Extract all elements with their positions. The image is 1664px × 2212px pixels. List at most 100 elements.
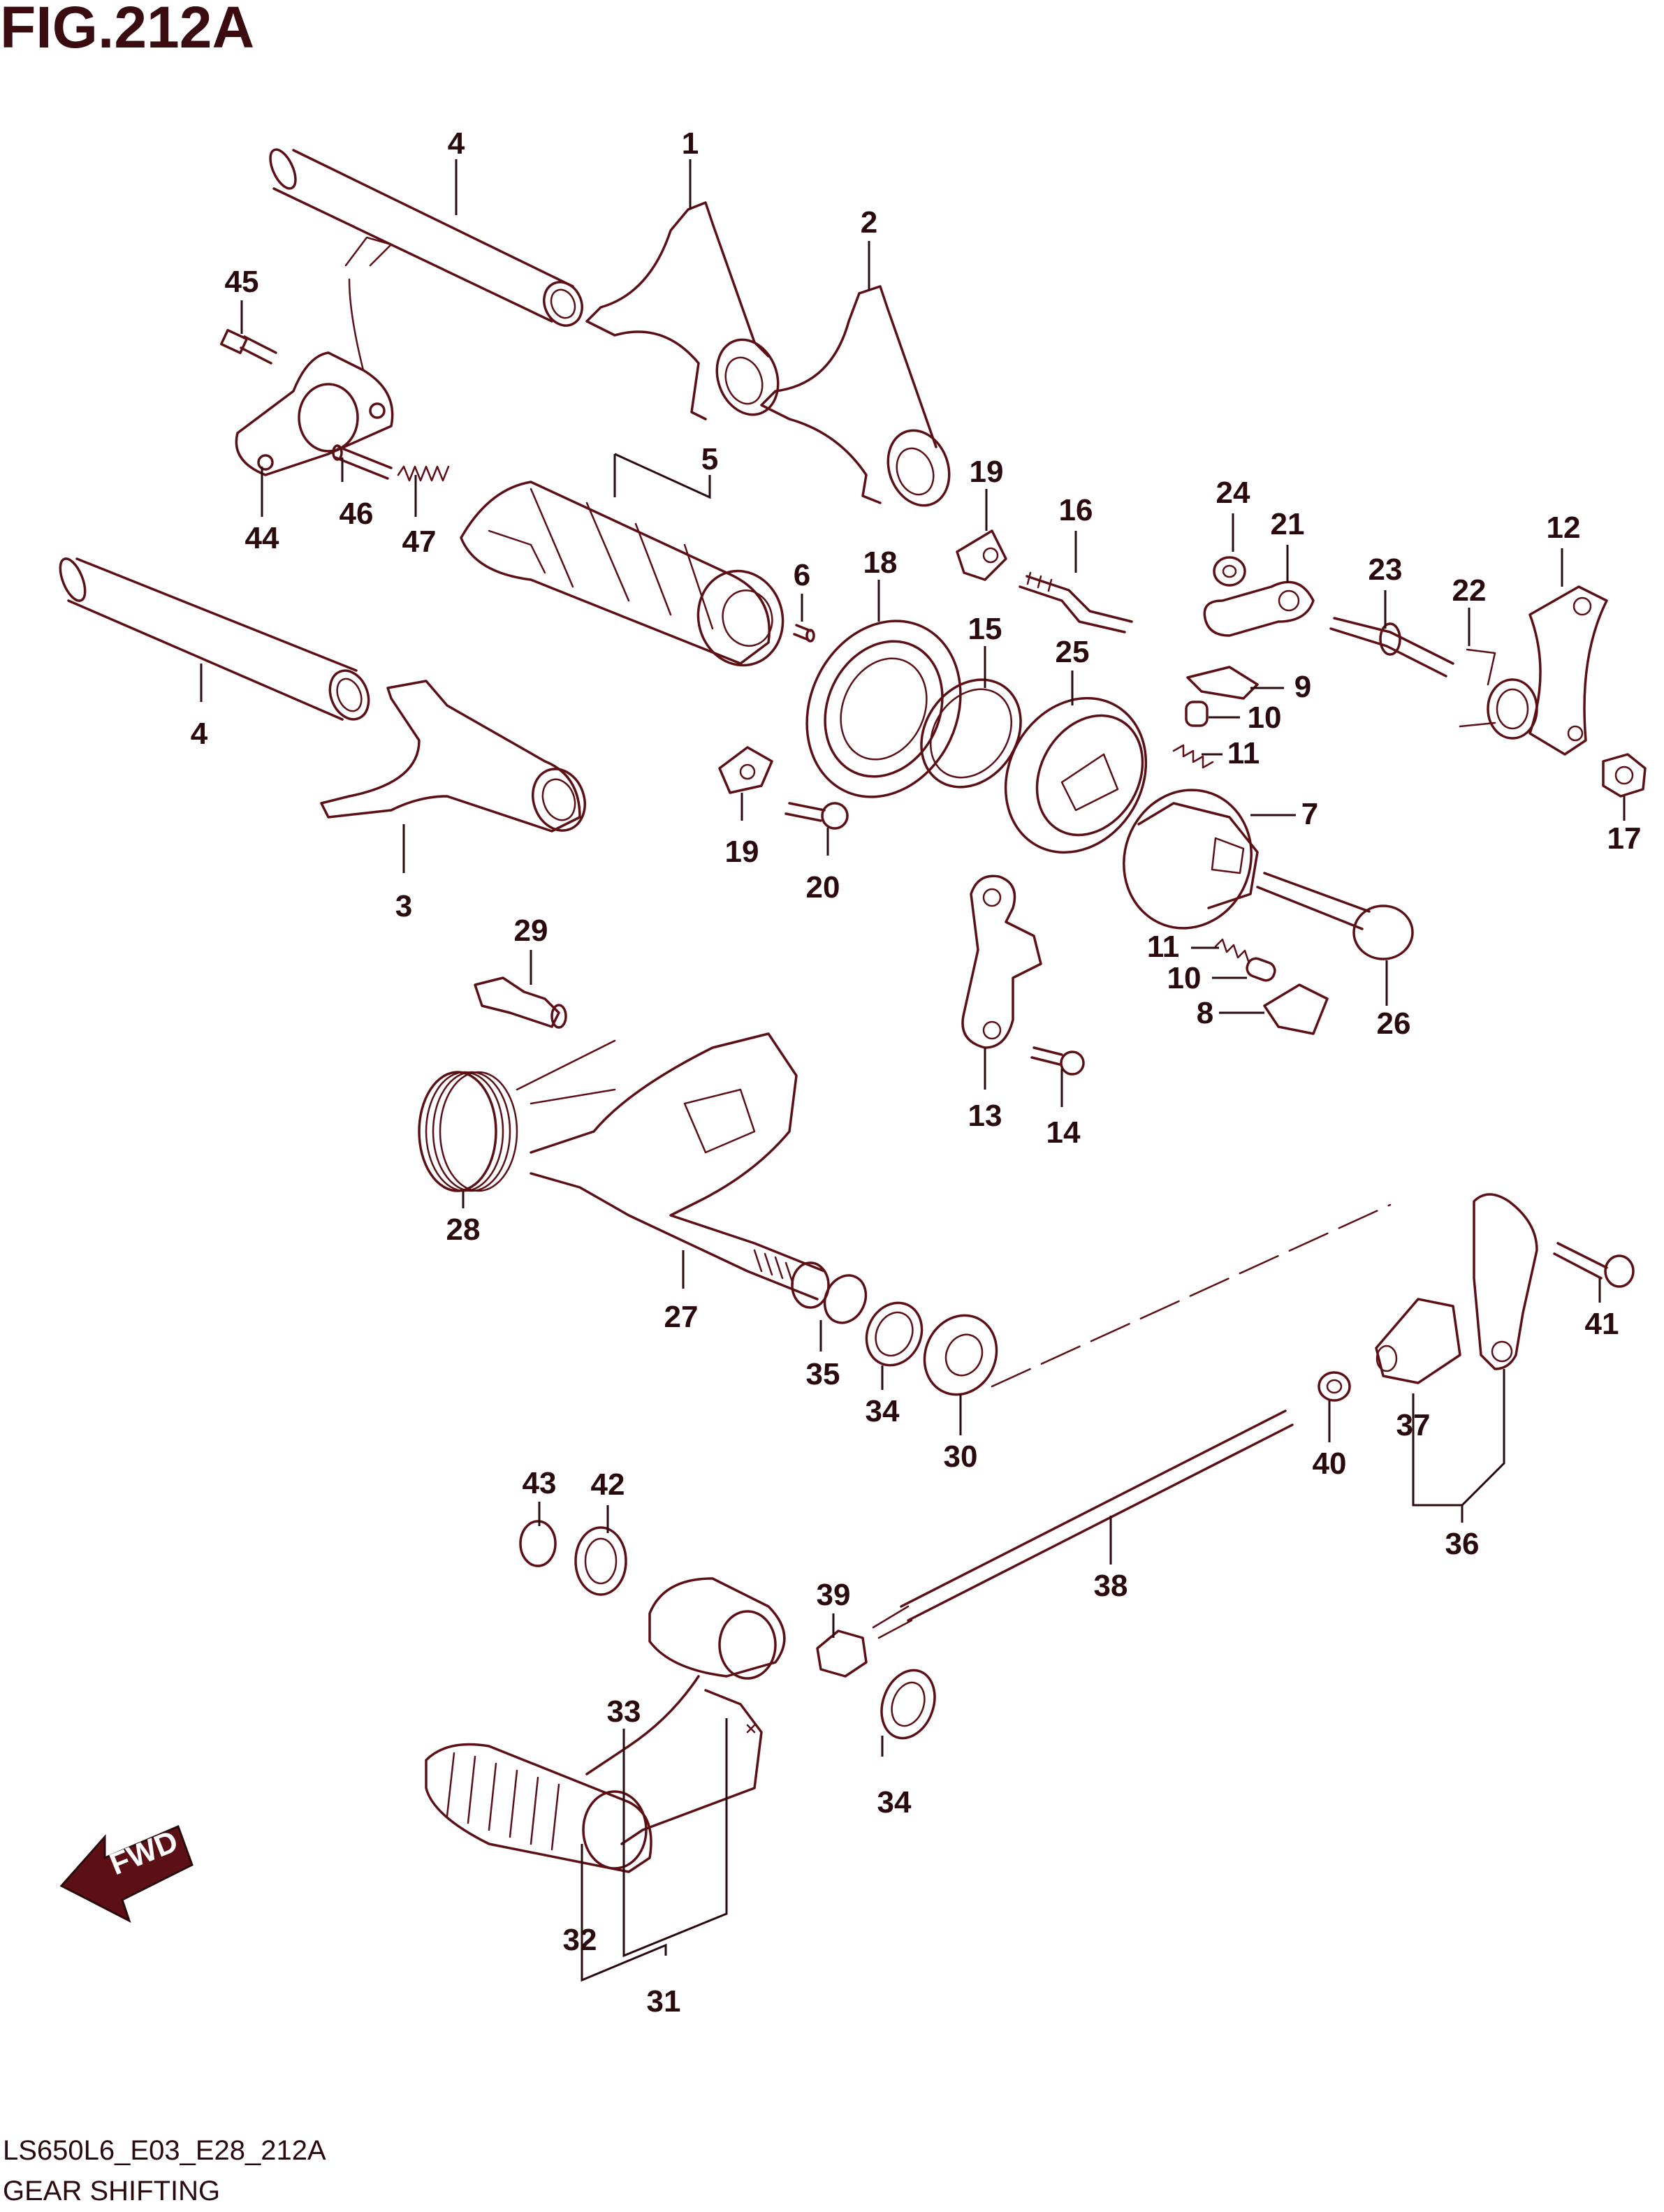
- bolt-23: [1329, 617, 1454, 677]
- callout-2: 2: [861, 205, 877, 240]
- callout-17: 17: [1607, 821, 1642, 856]
- callout-22: 22: [1452, 573, 1487, 608]
- washer-34-lower: [880, 1669, 936, 1740]
- callout-3: 3: [395, 889, 412, 923]
- callout-38: 38: [1094, 1569, 1128, 1603]
- figure-title: FIG.212A: [0, 0, 254, 60]
- callout-10-upper: 10: [1248, 701, 1282, 735]
- callout-29: 29: [514, 914, 548, 948]
- callout-15: 15: [968, 612, 1002, 646]
- callout-43: 43: [523, 1466, 557, 1500]
- cam-pin-6: [793, 624, 815, 643]
- callout-16: 16: [1059, 493, 1093, 527]
- ring-15: [920, 678, 1022, 789]
- callout-labels: 1 2 3 4 4 5 6 7 8 9 10 10 11 11 12 13 14…: [191, 126, 1642, 2019]
- diagram-caption: GEAR SHIFTING: [3, 2176, 220, 2206]
- bearing-18: [805, 620, 962, 798]
- callout-27: 27: [664, 1300, 699, 1334]
- shift-fork-shaft-lower: [59, 557, 370, 721]
- leader-lines: [200, 159, 1626, 1982]
- nut-17: [1602, 753, 1647, 798]
- shift-fork-2: [760, 285, 951, 507]
- diagram-code: LS650L6_E03_E28_212A: [3, 2135, 326, 2166]
- pawl-9: [1186, 666, 1259, 700]
- shift-fork-1: [585, 201, 780, 420]
- callout-5: 5: [701, 442, 718, 476]
- callout-20: 20: [806, 870, 840, 904]
- plate-19-lower: [718, 746, 773, 794]
- callout-26: 26: [1377, 1006, 1411, 1041]
- callout-10-lower: 10: [1167, 961, 1202, 995]
- circlip-35: [823, 1274, 868, 1324]
- bolt-41: [1553, 1242, 1635, 1288]
- callout-11-lower: 11: [1147, 930, 1180, 964]
- bolt-45: [220, 328, 277, 365]
- callout-35: 35: [806, 1357, 840, 1391]
- callout-34-upper: 34: [866, 1394, 900, 1428]
- washer-42: [574, 1526, 627, 1596]
- callout-24: 24: [1216, 476, 1250, 510]
- callout-12: 12: [1547, 511, 1581, 545]
- gearshift-lever-37: [1375, 1193, 1538, 1384]
- callout-31: 31: [647, 1984, 681, 2019]
- fork-shaft-bracket-44: [235, 236, 394, 476]
- washer-34-upper: [865, 1301, 924, 1367]
- return-spring-28: [418, 1039, 616, 1192]
- plate-19-upper: [956, 529, 1007, 581]
- pin-10-lower: [1246, 957, 1276, 982]
- cam-guide-13: [961, 874, 1042, 1049]
- callout-23: 23: [1369, 552, 1403, 587]
- callout-19-lower: 19: [725, 835, 759, 869]
- gearshift-pedal-31: [425, 1577, 786, 1873]
- callout-14: 14: [1046, 1115, 1081, 1150]
- callout-4-lower: 4: [191, 717, 208, 751]
- callout-41: 41: [1585, 1307, 1619, 1341]
- callout-9: 9: [1294, 670, 1311, 704]
- callout-32: 32: [563, 1923, 597, 1957]
- oil-seal-30: [923, 1314, 998, 1396]
- pin-46: [332, 444, 393, 480]
- spring-11-lower: [1214, 938, 1250, 965]
- callout-18: 18: [863, 545, 898, 580]
- callout-33: 33: [607, 1694, 641, 1729]
- callout-21: 21: [1271, 507, 1305, 541]
- shift-fork-shaft-upper: [269, 148, 583, 327]
- gearshift-rod-38: [872, 1409, 1294, 1639]
- pawl-lifter-7: [1123, 789, 1259, 930]
- callout-39: 39: [817, 1578, 851, 1612]
- callout-25: 25: [1056, 635, 1090, 669]
- screw-14: [1030, 1046, 1085, 1076]
- callout-37: 37: [1396, 1408, 1431, 1442]
- lever-21: [1203, 580, 1315, 637]
- circlip-43: [519, 1520, 557, 1567]
- callout-19-upper: 19: [970, 455, 1004, 489]
- gearshift-shaft-27: [530, 1032, 830, 1309]
- callout-36: 36: [1445, 1527, 1480, 1561]
- stopper-plate-12: [1528, 585, 1608, 756]
- callout-47: 47: [402, 525, 437, 559]
- spring-11-upper: [1172, 744, 1214, 769]
- stopper-pin-29: [474, 976, 567, 1029]
- fwd-arrow-icon: FWD: [59, 1824, 194, 1924]
- callout-8: 8: [1197, 996, 1213, 1030]
- pin-10-upper: [1185, 701, 1209, 727]
- callout-42: 42: [591, 1467, 625, 1502]
- callout-30: 30: [944, 1440, 978, 1474]
- parts-artwork: FWD: [59, 148, 1647, 1924]
- gearshift-cam-5: [460, 481, 784, 667]
- shift-fork-3: [320, 680, 586, 833]
- callout-40: 40: [1313, 1446, 1347, 1481]
- callout-4-upper: 4: [448, 126, 465, 161]
- callout-34-lower: 34: [877, 1785, 912, 1819]
- pawl-8: [1263, 983, 1329, 1035]
- callout-28: 28: [446, 1213, 481, 1247]
- callout-7: 7: [1301, 797, 1318, 831]
- spring-22: [1459, 648, 1538, 740]
- callout-44: 44: [245, 521, 279, 555]
- callout-6: 6: [794, 558, 810, 592]
- screw-20: [784, 802, 849, 830]
- bolt-26: [1256, 872, 1414, 960]
- nut-39: [816, 1629, 868, 1678]
- nut-40: [1318, 1371, 1351, 1402]
